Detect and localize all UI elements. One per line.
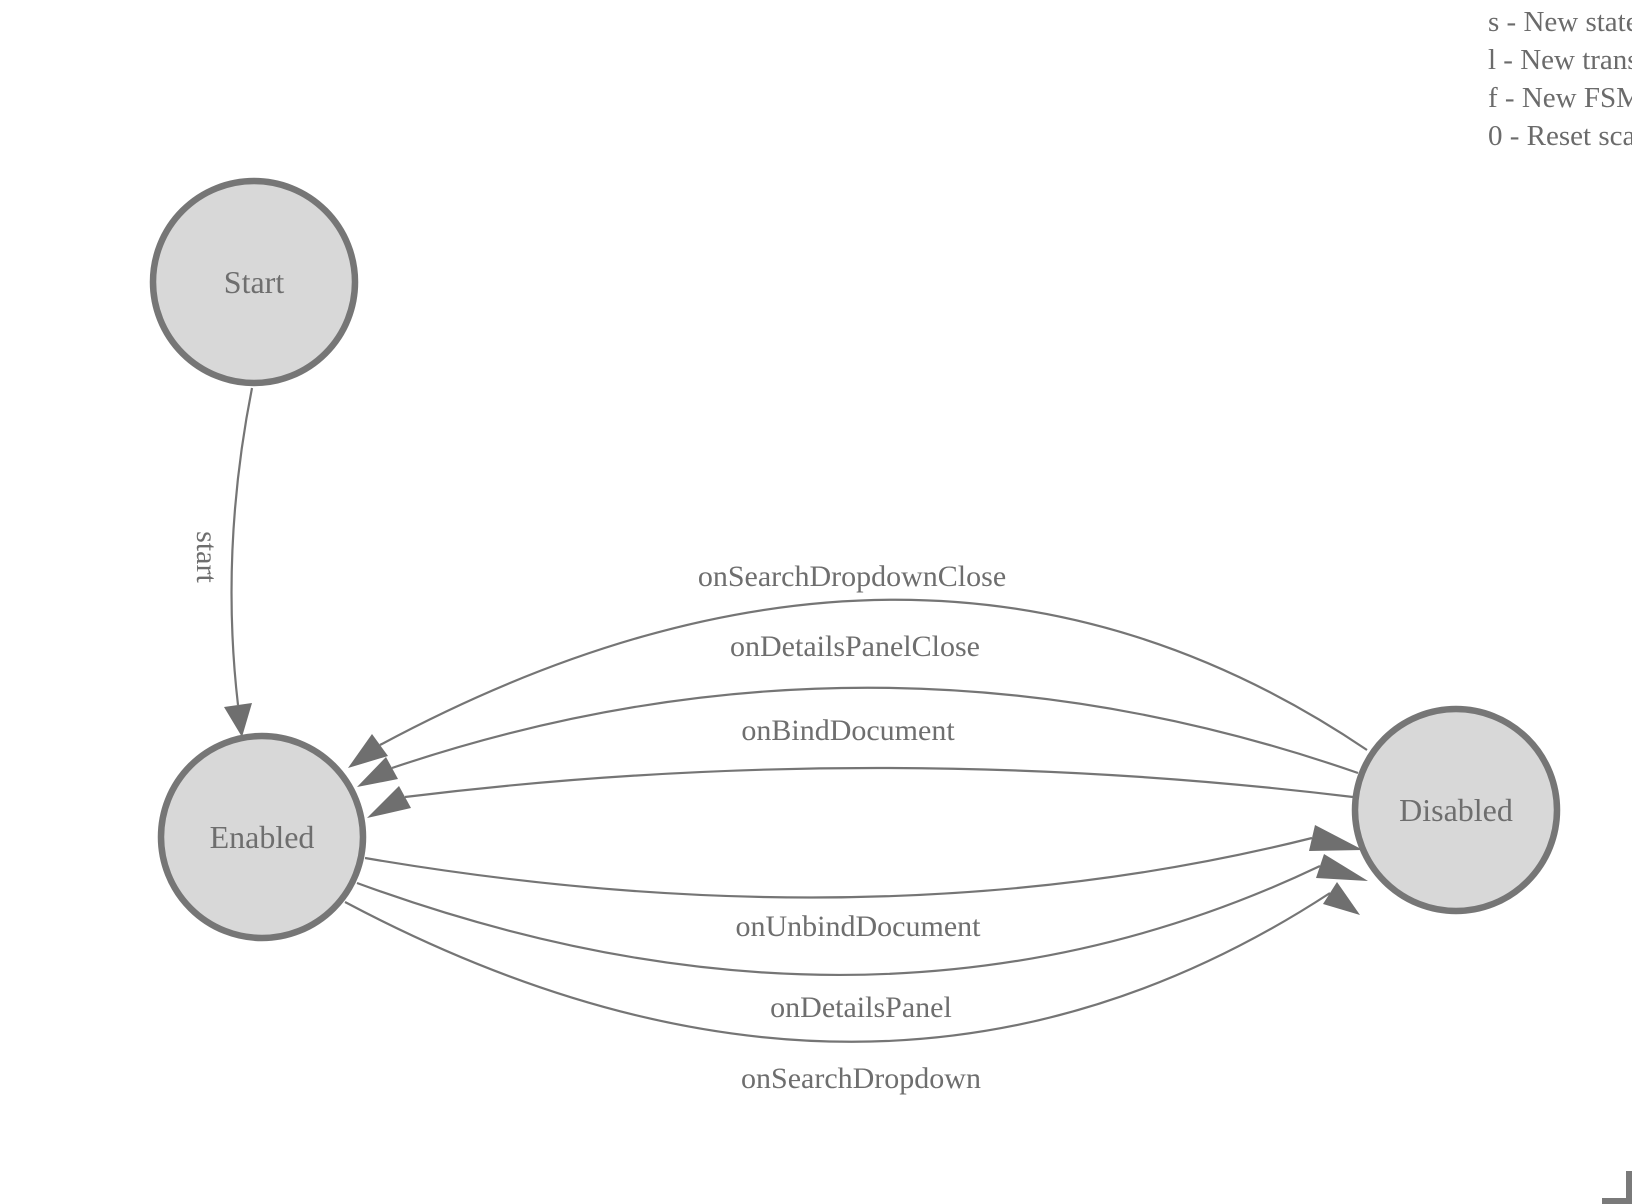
arrowhead-icon [1316,854,1368,881]
arrowhead-icon [357,757,398,787]
legend-item-new-state: s - New state [1488,6,1632,38]
transition-edges [224,387,1368,1043]
transition-label-onSearchDropdown: onSearchDropdown [741,1062,981,1095]
legend-item-new-transition: l - New transition [1488,44,1632,76]
arrowhead-icon [1309,825,1363,851]
transition-edge-onSearchDropdown[interactable] [344,892,1331,1043]
transition-edge-onSearchDropdownClose[interactable] [379,598,1368,751]
transition-label-onBindDocument: onBindDocument [741,714,955,747]
transition-label-onSearchDropdownClose: onSearchDropdownClose [698,560,1006,593]
state-label-enabled: Enabled [210,819,315,855]
arrowhead-icon [348,734,388,768]
arrowhead-icon [224,703,252,737]
transition-label-onDetailsPanelClose: onDetailsPanelClose [730,630,980,663]
legend: s - New state l - New transition f - New… [1488,3,1632,155]
state-node-start[interactable] [149,177,359,387]
transition-edge-onBindDocument[interactable] [404,766,1354,799]
arrowhead-icon [1323,882,1360,915]
transition-edge-onUnbindDocument[interactable] [364,836,1313,899]
transition-label-onDetailsPanel: onDetailsPanel [770,991,952,1024]
transition-labels: start onSearchDropdownClose onDetailsPan… [190,531,1006,1095]
state-label-disabled: Disabled [1399,792,1513,828]
legend-item-new-fsm: f - New FSM [1488,82,1632,114]
offscreen-shape-corner [1602,1171,1632,1204]
state-node-disabled[interactable] [1351,705,1561,915]
transition-edge-onDetailsPanelClose[interactable] [391,686,1359,775]
state-label-start: Start [224,264,285,300]
transition-label-start: start [190,531,223,583]
transition-edge-onDetailsPanel[interactable] [356,865,1321,976]
state-nodes: Start Enabled Disabled [149,177,1561,942]
transition-label-onUnbindDocument: onUnbindDocument [736,910,982,943]
legend-item-reset-scale: 0 - Reset scale [1488,120,1632,152]
transition-edge-start[interactable] [230,387,254,706]
state-node-enabled[interactable] [157,732,367,942]
arrowhead-icon [367,786,411,818]
